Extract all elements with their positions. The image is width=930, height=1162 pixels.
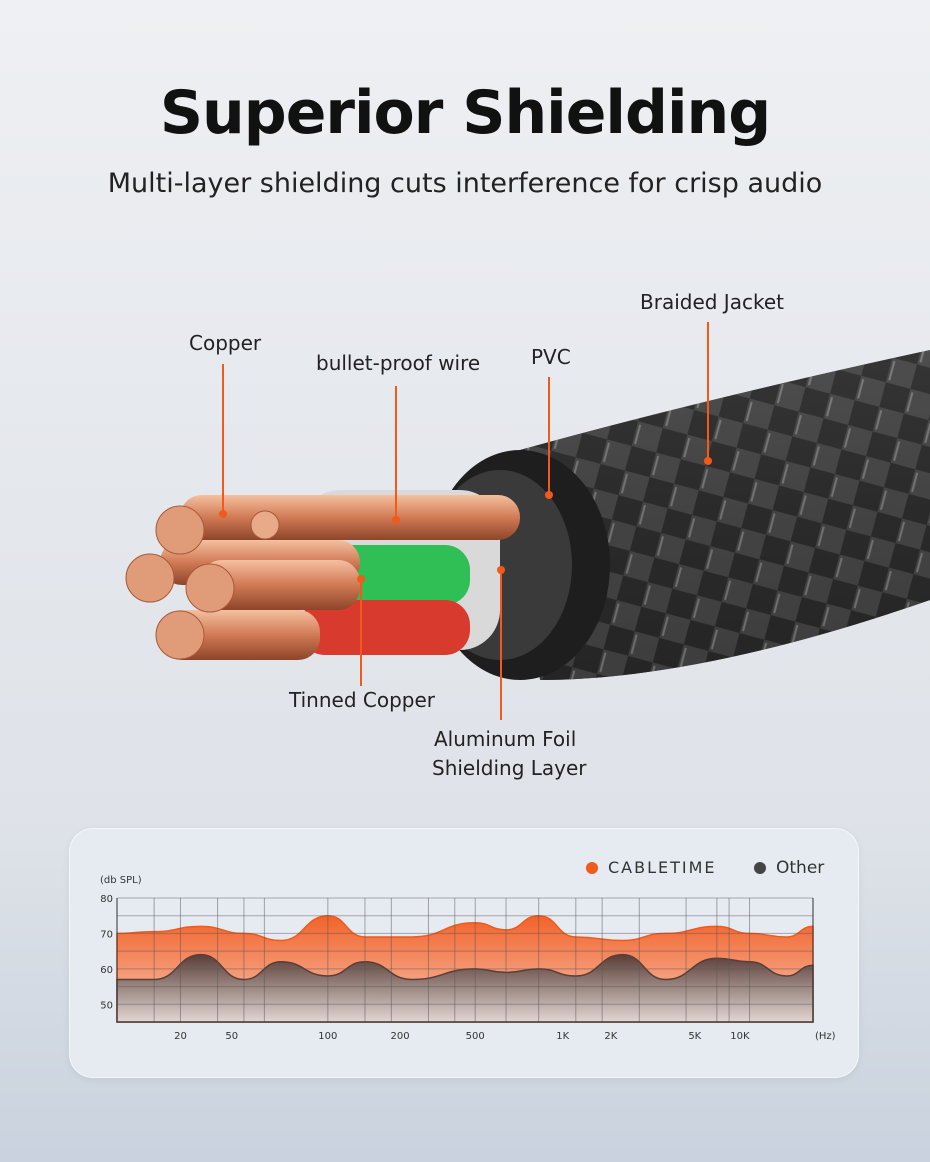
y-tick-label: 60: [100, 965, 113, 976]
callout-line: [500, 570, 502, 720]
x-tick-label: 500: [466, 1031, 485, 1042]
callout-dot: [357, 575, 365, 583]
red-wire: [300, 600, 470, 655]
x-tick-label: 200: [390, 1031, 409, 1042]
copper-strands: [125, 495, 520, 660]
y-tick-label: 80: [100, 894, 113, 905]
x-tick-label: 1K: [556, 1031, 569, 1042]
callout-aluminum-foil: Aluminum Foil: [434, 727, 577, 751]
callout-dot: [497, 566, 505, 574]
x-tick-label: 5K: [688, 1031, 701, 1042]
page-title: Superior Shielding: [159, 78, 771, 148]
callout-dot: [545, 491, 553, 499]
callout-line: [548, 377, 550, 495]
x-tick-label: 2K: [604, 1031, 617, 1042]
callout-dot: [392, 516, 400, 524]
legend-cabletime: CABLETIME: [586, 858, 717, 877]
callout-line: [395, 386, 397, 520]
x-tick-label: 100: [318, 1031, 337, 1042]
x-tick-label: 10K: [730, 1031, 750, 1042]
callout-bulletproof-wire: bullet-proof wire: [316, 351, 481, 375]
legend-other: Other: [754, 858, 824, 878]
callout-line: [707, 322, 709, 460]
legend-label-cabletime: CABLETIME: [608, 858, 717, 877]
callout-line: [360, 580, 362, 686]
x-tick-label: 50: [225, 1031, 238, 1042]
y-tick-label: 50: [100, 1000, 113, 1011]
x-tick-label: 20: [174, 1031, 187, 1042]
callout-shielding-layer: Shielding Layer: [432, 756, 587, 780]
frequency-response-chart: 50 60 70 80 20 50 100 200 500 1K 2K 5K 10K (db SPL) (H…: [100, 875, 836, 1042]
y-tick-label: 70: [100, 929, 113, 940]
callout-dot: [219, 510, 227, 518]
callout-dot: [704, 457, 712, 465]
x-axis-unit: (Hz): [815, 1031, 836, 1042]
page-subtitle: Multi-layer shielding cuts interference …: [107, 168, 823, 199]
legend-swatch-cabletime: [586, 861, 598, 874]
cable-cross-section-illustration: [125, 350, 930, 680]
callout-pvc: PVC: [531, 345, 571, 369]
callout-line: [222, 364, 224, 514]
callout-copper: Copper: [189, 331, 262, 355]
y-axis-label: (db SPL): [100, 875, 142, 886]
legend-label-other: Other: [776, 858, 825, 878]
callout-braided-jacket: Braided Jacket: [640, 290, 784, 314]
legend-swatch-other: [754, 862, 766, 874]
callout-tinned-copper: Tinned Copper: [289, 688, 435, 712]
